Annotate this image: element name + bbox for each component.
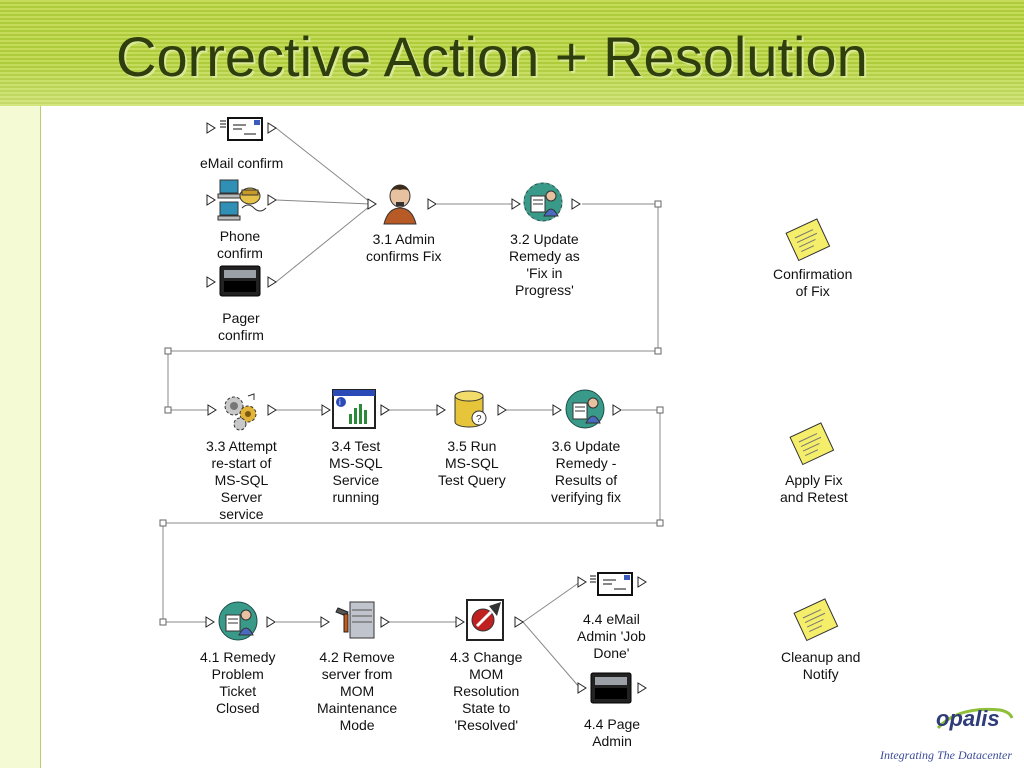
label-line: Server [220, 489, 263, 505]
label-line: Progress' [515, 282, 574, 298]
opalis-logo: opalis [936, 706, 1000, 731]
svg-text:i: i [339, 398, 341, 407]
label-line: Remedy - [555, 455, 617, 471]
label-line: State to [462, 700, 511, 716]
label-line: Mode [339, 717, 375, 733]
label-line: Resolution [453, 683, 520, 699]
remedy-update-icon[interactable] [523, 182, 563, 222]
page-admin-icon[interactable] [590, 672, 632, 704]
label-line: service [219, 506, 264, 522]
label-line: 3.2 Update [510, 231, 579, 247]
phase-apply-fix-label: Apply Fix and Retest [780, 472, 848, 506]
label-line: 4.4 Page [584, 716, 641, 732]
label-line: Admin [592, 733, 632, 749]
label-line: 4.2 Remove [319, 649, 395, 665]
label-line: Problem [211, 666, 264, 682]
label-line: MS-SQL [445, 455, 499, 471]
gears-icon[interactable] [224, 393, 257, 431]
change-mom-label: 4.3 Change MOM Resolution State to 'Reso… [450, 649, 522, 734]
update-results-label: 3.6 Update Remedy - Results of verifying… [551, 438, 621, 506]
label-line: 3.6 Update [551, 438, 621, 454]
phone-icon[interactable] [217, 179, 267, 221]
email-icon[interactable] [220, 117, 263, 141]
test-mssql-label: 3.4 Test MS-SQL Service running [329, 438, 383, 506]
server-maintenance-icon[interactable] [335, 601, 375, 639]
label-line: 3.1 Admin [372, 231, 435, 247]
label-line: Cleanup and [781, 649, 861, 665]
label-line: running [332, 489, 380, 505]
label-line: 4.3 Change [450, 649, 523, 665]
label-line: 'Fix in [526, 265, 563, 281]
phase-confirmation-label: Confirmation of Fix [773, 266, 852, 300]
label-line: Pager [222, 310, 260, 326]
label-line: Notify [802, 666, 839, 682]
label-line: Test Query [438, 472, 506, 488]
label-line: and Retest [780, 489, 848, 505]
database-query-icon[interactable]: ? [454, 390, 487, 428]
email-admin-label: 4.4 eMail Admin 'Job Done' [577, 611, 646, 662]
label-line: Ticket [219, 683, 257, 699]
label-line: Phone [219, 228, 261, 244]
update-remedy-label: 3.2 Update Remedy as 'Fix in Progress' [509, 231, 580, 299]
opalis-logo-swoosh [936, 707, 1014, 730]
pager-confirm-label: Pager confirm [218, 310, 264, 344]
tagline: Integrating The Datacenter [880, 748, 1012, 762]
phase-cleanup-label: Cleanup and Notify [781, 649, 860, 683]
label-line: 4.4 eMail [583, 611, 640, 627]
sticky-note-icon [785, 218, 831, 262]
label-line: MOM [339, 683, 375, 699]
remedy-results-icon[interactable] [565, 389, 605, 429]
sidebar-strip [0, 106, 40, 768]
label-line: Apply Fix [785, 472, 843, 488]
label-line: 3.4 Test [331, 438, 381, 454]
label-line: server from [321, 666, 393, 682]
label-line: Remedy as [509, 248, 580, 264]
sticky-note-icon [793, 598, 839, 642]
remedy-ticket-icon[interactable] [218, 601, 258, 641]
admin-confirms-label: 3.1 Admin confirms Fix [366, 231, 441, 265]
pager-icon[interactable] [219, 265, 261, 297]
label-line: eMail confirm [200, 155, 284, 171]
label-line: MS-SQL [214, 472, 269, 488]
mom-resolution-icon[interactable] [466, 599, 504, 641]
label-line: Admin 'Job [577, 628, 646, 644]
page-title: Corrective Action + Resolution [116, 25, 868, 88]
label-line: MOM [469, 666, 504, 682]
label-line: of Fix [795, 283, 830, 299]
label-line: Results of [554, 472, 618, 488]
sidebar-divider [40, 106, 41, 768]
label-line: Closed [215, 700, 260, 716]
label-line: Service [332, 472, 380, 488]
sticky-note-icon [789, 422, 835, 466]
remedy-closed-label: 4.1 Remedy Problem Ticket Closed [200, 649, 275, 717]
remove-server-label: 4.2 Remove server from MOM Maintenance M… [317, 649, 397, 734]
connector-lines [162, 127, 661, 689]
run-query-label: 3.5 Run MS-SQL Test Query [438, 438, 506, 489]
label-line: confirm [217, 245, 263, 261]
header-gradient [0, 0, 1024, 106]
email-admin-icon[interactable] [590, 572, 633, 596]
label-line: MS-SQL [329, 455, 383, 471]
service-monitor-icon[interactable]: i [332, 389, 376, 429]
label-line: 3.3 Attempt [206, 438, 277, 454]
page-admin-label: 4.4 Page Admin [584, 716, 640, 750]
attempt-restart-label: 3.3 Attempt re-start of MS-SQL Server se… [206, 438, 277, 523]
label-line: Maintenance [317, 700, 398, 716]
admin-person-icon[interactable] [383, 184, 417, 225]
label-line: verifying fix [551, 489, 622, 505]
label-line: 4.1 Remedy [200, 649, 276, 665]
label-line: Done' [593, 645, 630, 661]
email-confirm-label: eMail confirm [200, 155, 283, 172]
label-line: 3.5 Run [447, 438, 497, 454]
phone-confirm-label: Phone confirm [217, 228, 263, 262]
label-line: re-start of [211, 455, 272, 471]
svg-text:?: ? [476, 414, 482, 425]
label-line: 'Resolved' [454, 717, 519, 733]
header-bar [0, 0, 1024, 106]
label-line: Confirmation [773, 266, 853, 282]
label-line: confirms Fix [366, 248, 442, 264]
label-line: confirm [218, 327, 264, 343]
